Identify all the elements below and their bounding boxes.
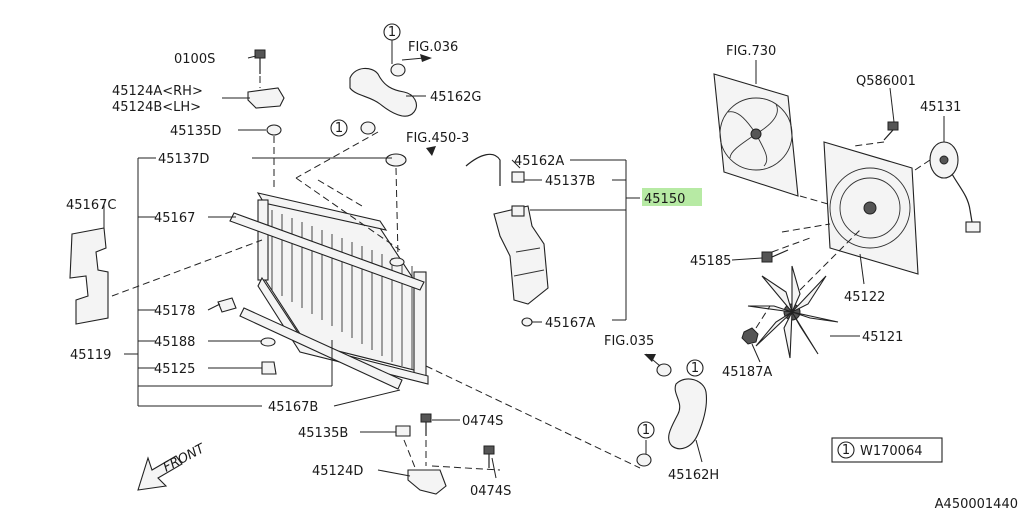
fan-motor-45131 [929,141,981,233]
label-45150: 45150 [644,192,685,207]
cushion-45135b [395,425,411,437]
cushion-45135d [266,124,282,136]
seal-45167a [521,317,533,327]
label-45137b: 45137B [545,174,595,189]
clamp-upper [390,63,406,77]
callout-upper-2: 1 [330,119,348,137]
label-45162g: 45162G [430,90,481,105]
arrow-down-left-icon [137,455,183,491]
label-45121: 45121 [862,330,903,345]
cap-45137b [511,171,525,183]
label-0474s-b: 0474S [470,484,511,499]
leader-lines [103,40,945,479]
label-45162h: 45162H [668,468,719,483]
bolt-0100s [254,49,266,74]
cushion-45125 [261,361,277,375]
callout-number: 1 [842,443,850,458]
label-front: FRONT [161,441,208,476]
cap-45137d [385,153,407,167]
label-45162a: 45162A [514,154,564,169]
label-45188: 45188 [154,335,195,350]
label-45167b: 45167B [268,400,318,415]
bracket-45124a [247,87,285,109]
bolt-45185 [761,249,789,263]
dashed-lines [111,76,931,471]
label-w170064: W170064 [860,444,922,459]
bolt-0474s-a [420,413,432,436]
callout-lower-1: 1 [686,359,704,377]
label-45131: 45131 [920,100,961,115]
plug-45188 [260,337,276,347]
seal-45167b [239,307,403,390]
label-45125: 45125 [154,362,195,377]
highlight-45150 [642,188,702,206]
screw-q586001 [883,121,899,141]
label-45185: 45185 [690,254,731,269]
diagram-reference-code: A450001440 [935,497,1018,512]
callout-number: 1 [335,121,343,136]
seal-45167 [229,212,425,291]
clamp-lower-2 [636,453,652,467]
hose-45162h [668,378,708,450]
label-45124a: 45124A<RH> [112,84,203,99]
label-45167: 45167 [154,211,195,226]
label-45124d: 45124D [312,464,363,479]
label-q586001: Q586001 [856,74,916,89]
fan-shroud-fig730 [713,73,799,197]
callout-upper-1: 1 [383,23,401,41]
label-45135d: 45135D [170,124,221,139]
label-fig036: FIG.036 [408,40,458,55]
clip-45178 [217,297,237,313]
label-45137d: 45137D [158,152,209,167]
label-45187a: 45187A [722,365,772,380]
reserve-tank-45150 [493,205,549,305]
bolt-0474s-b [483,445,495,468]
label-45124b: 45124B<LH> [112,100,201,115]
label-fig035: FIG.035 [604,334,654,349]
nut-45187a [741,327,759,345]
label-45122: 45122 [844,290,885,305]
clamp-upper-2 [360,121,376,135]
label-45135b: 45135B [298,426,348,441]
fan-shroud-45122 [823,141,919,275]
label-fig730: FIG.730 [726,44,776,59]
callout-lower-2: 1 [637,421,655,439]
label-45167c: 45167C [66,198,116,213]
fan-45121 [747,265,839,359]
label-45119: 45119 [70,348,111,363]
bracket-45124d [407,469,447,495]
callout-number: 1 [691,361,699,376]
overflow-pipe [465,153,501,186]
label-0100s: 0100S [174,52,215,67]
shield-45167c [69,227,109,325]
hose-45162g [349,67,417,117]
label-45167a: 45167A [545,316,595,331]
label-0474s-a: 0474S [462,414,503,429]
callout-number: 1 [388,25,396,40]
callout-legend-box: 1 W170064 [831,437,943,463]
label-45178: 45178 [154,304,195,319]
callout-number: 1 [642,423,650,438]
clamp-lower [656,363,672,377]
fig-arrows [401,54,656,362]
label-fig4503: FIG.450-3 [406,131,469,146]
